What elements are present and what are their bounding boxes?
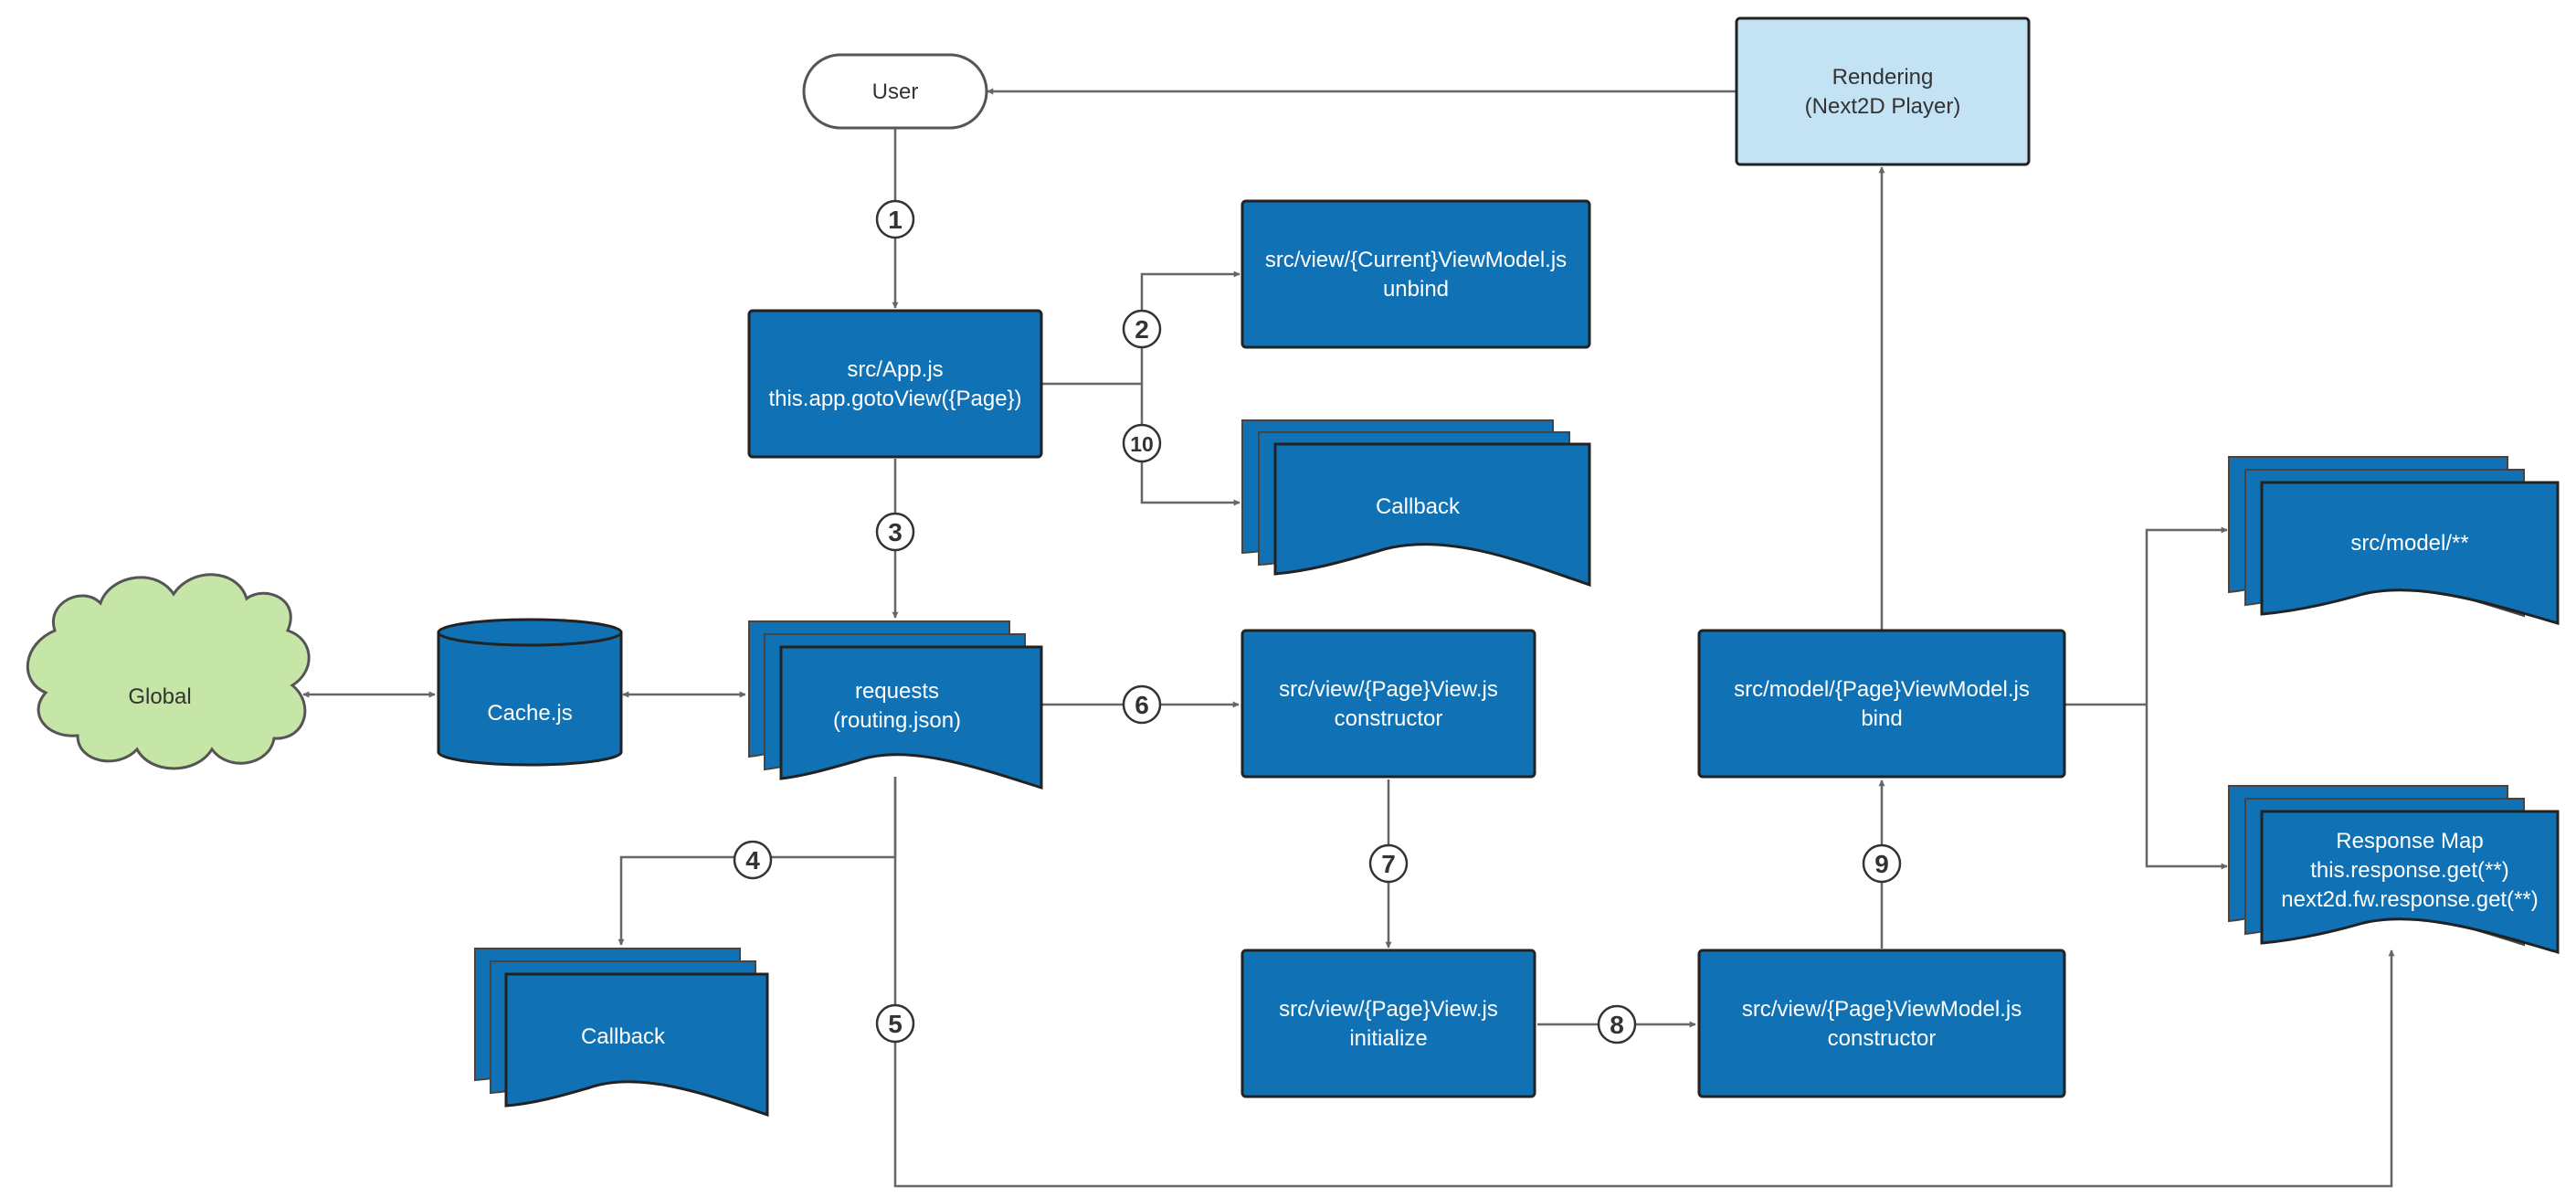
view-constructor-shape: [1240, 629, 1536, 779]
requests-sheet-front: [779, 645, 1043, 790]
app-shape: [747, 309, 1043, 459]
response-map-line3: next2d.fw.response.get(**): [2281, 887, 2539, 912]
cache-label: Cache.js: [487, 701, 572, 726]
step-4-marker: 4: [733, 840, 773, 880]
step-9-marker: 9: [1862, 843, 1902, 884]
model-sheet-front: [2260, 481, 2560, 626]
view-initialize-node: src/view/{Page}View.js initialize: [1240, 949, 1536, 1098]
step-10-marker: 10: [1122, 423, 1162, 463]
callback-top-sheet-front: [1273, 442, 1591, 588]
callback-top-label: Callback: [1376, 494, 1461, 519]
current-viewmodel-shape: [1240, 199, 1591, 349]
step-7-marker: 7: [1368, 843, 1409, 884]
view-constructor-node: src/view/{Page}View.js constructor: [1240, 629, 1536, 779]
viewmodel-constructor-shape: [1697, 949, 2066, 1098]
viewmodel-bind-shape: [1697, 629, 2066, 779]
step-9-circle: [1862, 843, 1902, 884]
callback-bottom-node: Callback: [474, 948, 769, 1118]
rendering-node: Rendering (Next2D Player): [1735, 16, 2031, 166]
step-3-circle: [875, 512, 915, 552]
step-4-circle: [733, 840, 773, 880]
user-label: User: [872, 80, 919, 104]
step-7-label: 7: [1381, 850, 1396, 878]
user-shape: [802, 53, 988, 130]
step-6-label: 6: [1135, 691, 1149, 719]
view-initialize-line2: initialize: [1349, 1026, 1427, 1051]
cache-cylinder-top: [437, 618, 623, 647]
global-label: Global: [128, 684, 191, 709]
requests-label-line1: requests: [855, 679, 939, 704]
rendering-label-line1: Rendering: [1832, 65, 1934, 90]
response-map-line1: Response Map: [2336, 829, 2483, 853]
view-constructor-line1: src/view/{Page}View.js: [1279, 677, 1498, 702]
user-node: User: [802, 53, 988, 130]
step-5-circle: [875, 1003, 915, 1044]
step-5-marker: 5: [875, 1003, 915, 1044]
view-constructor-line2: constructor: [1335, 706, 1443, 731]
viewmodel-constructor-line2: constructor: [1828, 1026, 1937, 1051]
step-6-marker: 6: [1122, 684, 1162, 725]
step-1-label: 1: [888, 206, 903, 234]
app-label-line2: this.app.gotoView({Page}): [768, 387, 1021, 411]
current-viewmodel-line2: unbind: [1383, 277, 1449, 302]
view-initialize-shape: [1240, 949, 1536, 1098]
step-10-label: 10: [1130, 432, 1154, 456]
view-initialize-line1: src/view/{Page}View.js: [1279, 997, 1498, 1022]
step-2-label: 2: [1135, 315, 1149, 344]
step-8-marker: 8: [1597, 1004, 1637, 1044]
step-markers: 1 2 3 4 5 6 7 8: [733, 199, 1902, 1044]
step-1-circle: [875, 199, 915, 239]
rendering-shape: [1735, 16, 2031, 166]
step-2-marker: 2: [1122, 309, 1162, 349]
step-6-circle: [1122, 684, 1162, 725]
callback-top-node: Callback: [1241, 419, 1591, 588]
callback-bottom-label: Callback: [581, 1024, 666, 1049]
step-3-marker: 3: [875, 512, 915, 552]
viewmodel-bind-line1: src/model/{Page}ViewModel.js: [1734, 677, 2030, 702]
step-1-marker: 1: [875, 199, 915, 239]
response-map-sheet-front: [2260, 810, 2560, 955]
edge-requests-to-response-map: [893, 777, 2395, 1188]
rendering-label-line2: (Next2D Player): [1805, 94, 1961, 119]
global-cloud-shape: [26, 573, 311, 770]
step-5-label: 5: [888, 1010, 903, 1038]
step-7-circle: [1368, 843, 1409, 884]
current-viewmodel-node: src/view/{Current}ViewModel.js unbind: [1240, 199, 1591, 349]
app-label-line1: src/App.js: [847, 357, 943, 382]
step-4-label: 4: [745, 846, 760, 875]
edge-branch-to-model: [2145, 526, 2228, 705]
viewmodel-constructor-line1: src/view/{Page}ViewModel.js: [1742, 997, 2022, 1022]
viewmodel-constructor-node: src/view/{Page}ViewModel.js constructor: [1697, 949, 2066, 1098]
response-map-line2: this.response.get(**): [2310, 858, 2508, 883]
callback-bottom-sheet-front: [504, 972, 769, 1118]
global-node: Global: [26, 573, 311, 770]
app-node: src/App.js this.app.gotoView({Page}): [747, 309, 1043, 459]
edge-branch-to-callback-top: [1140, 384, 1240, 506]
model-node: src/model/**: [2228, 456, 2560, 626]
viewmodel-bind-line2: bind: [1861, 706, 1902, 731]
edge-branch-to-response-map: [2145, 705, 2228, 870]
step-9-label: 9: [1874, 850, 1889, 878]
response-map-node: Response Map this.response.get(**) next2…: [2228, 785, 2560, 955]
step-10-circle: [1122, 423, 1162, 463]
step-3-label: 3: [888, 518, 903, 546]
current-viewmodel-line1: src/view/{Current}ViewModel.js: [1265, 248, 1567, 272]
step-2-circle: [1122, 309, 1162, 349]
step-8-label: 8: [1610, 1011, 1624, 1039]
requests-label-line2: (routing.json): [833, 708, 961, 733]
step-8-circle: [1597, 1004, 1637, 1044]
cache-cylinder-body: [437, 632, 623, 767]
viewmodel-bind-node: src/model/{Page}ViewModel.js bind: [1697, 629, 2066, 779]
cache-node: Cache.js: [437, 618, 623, 767]
requests-node: requests (routing.json): [748, 620, 1043, 790]
model-label: src/model/**: [2350, 531, 2468, 556]
